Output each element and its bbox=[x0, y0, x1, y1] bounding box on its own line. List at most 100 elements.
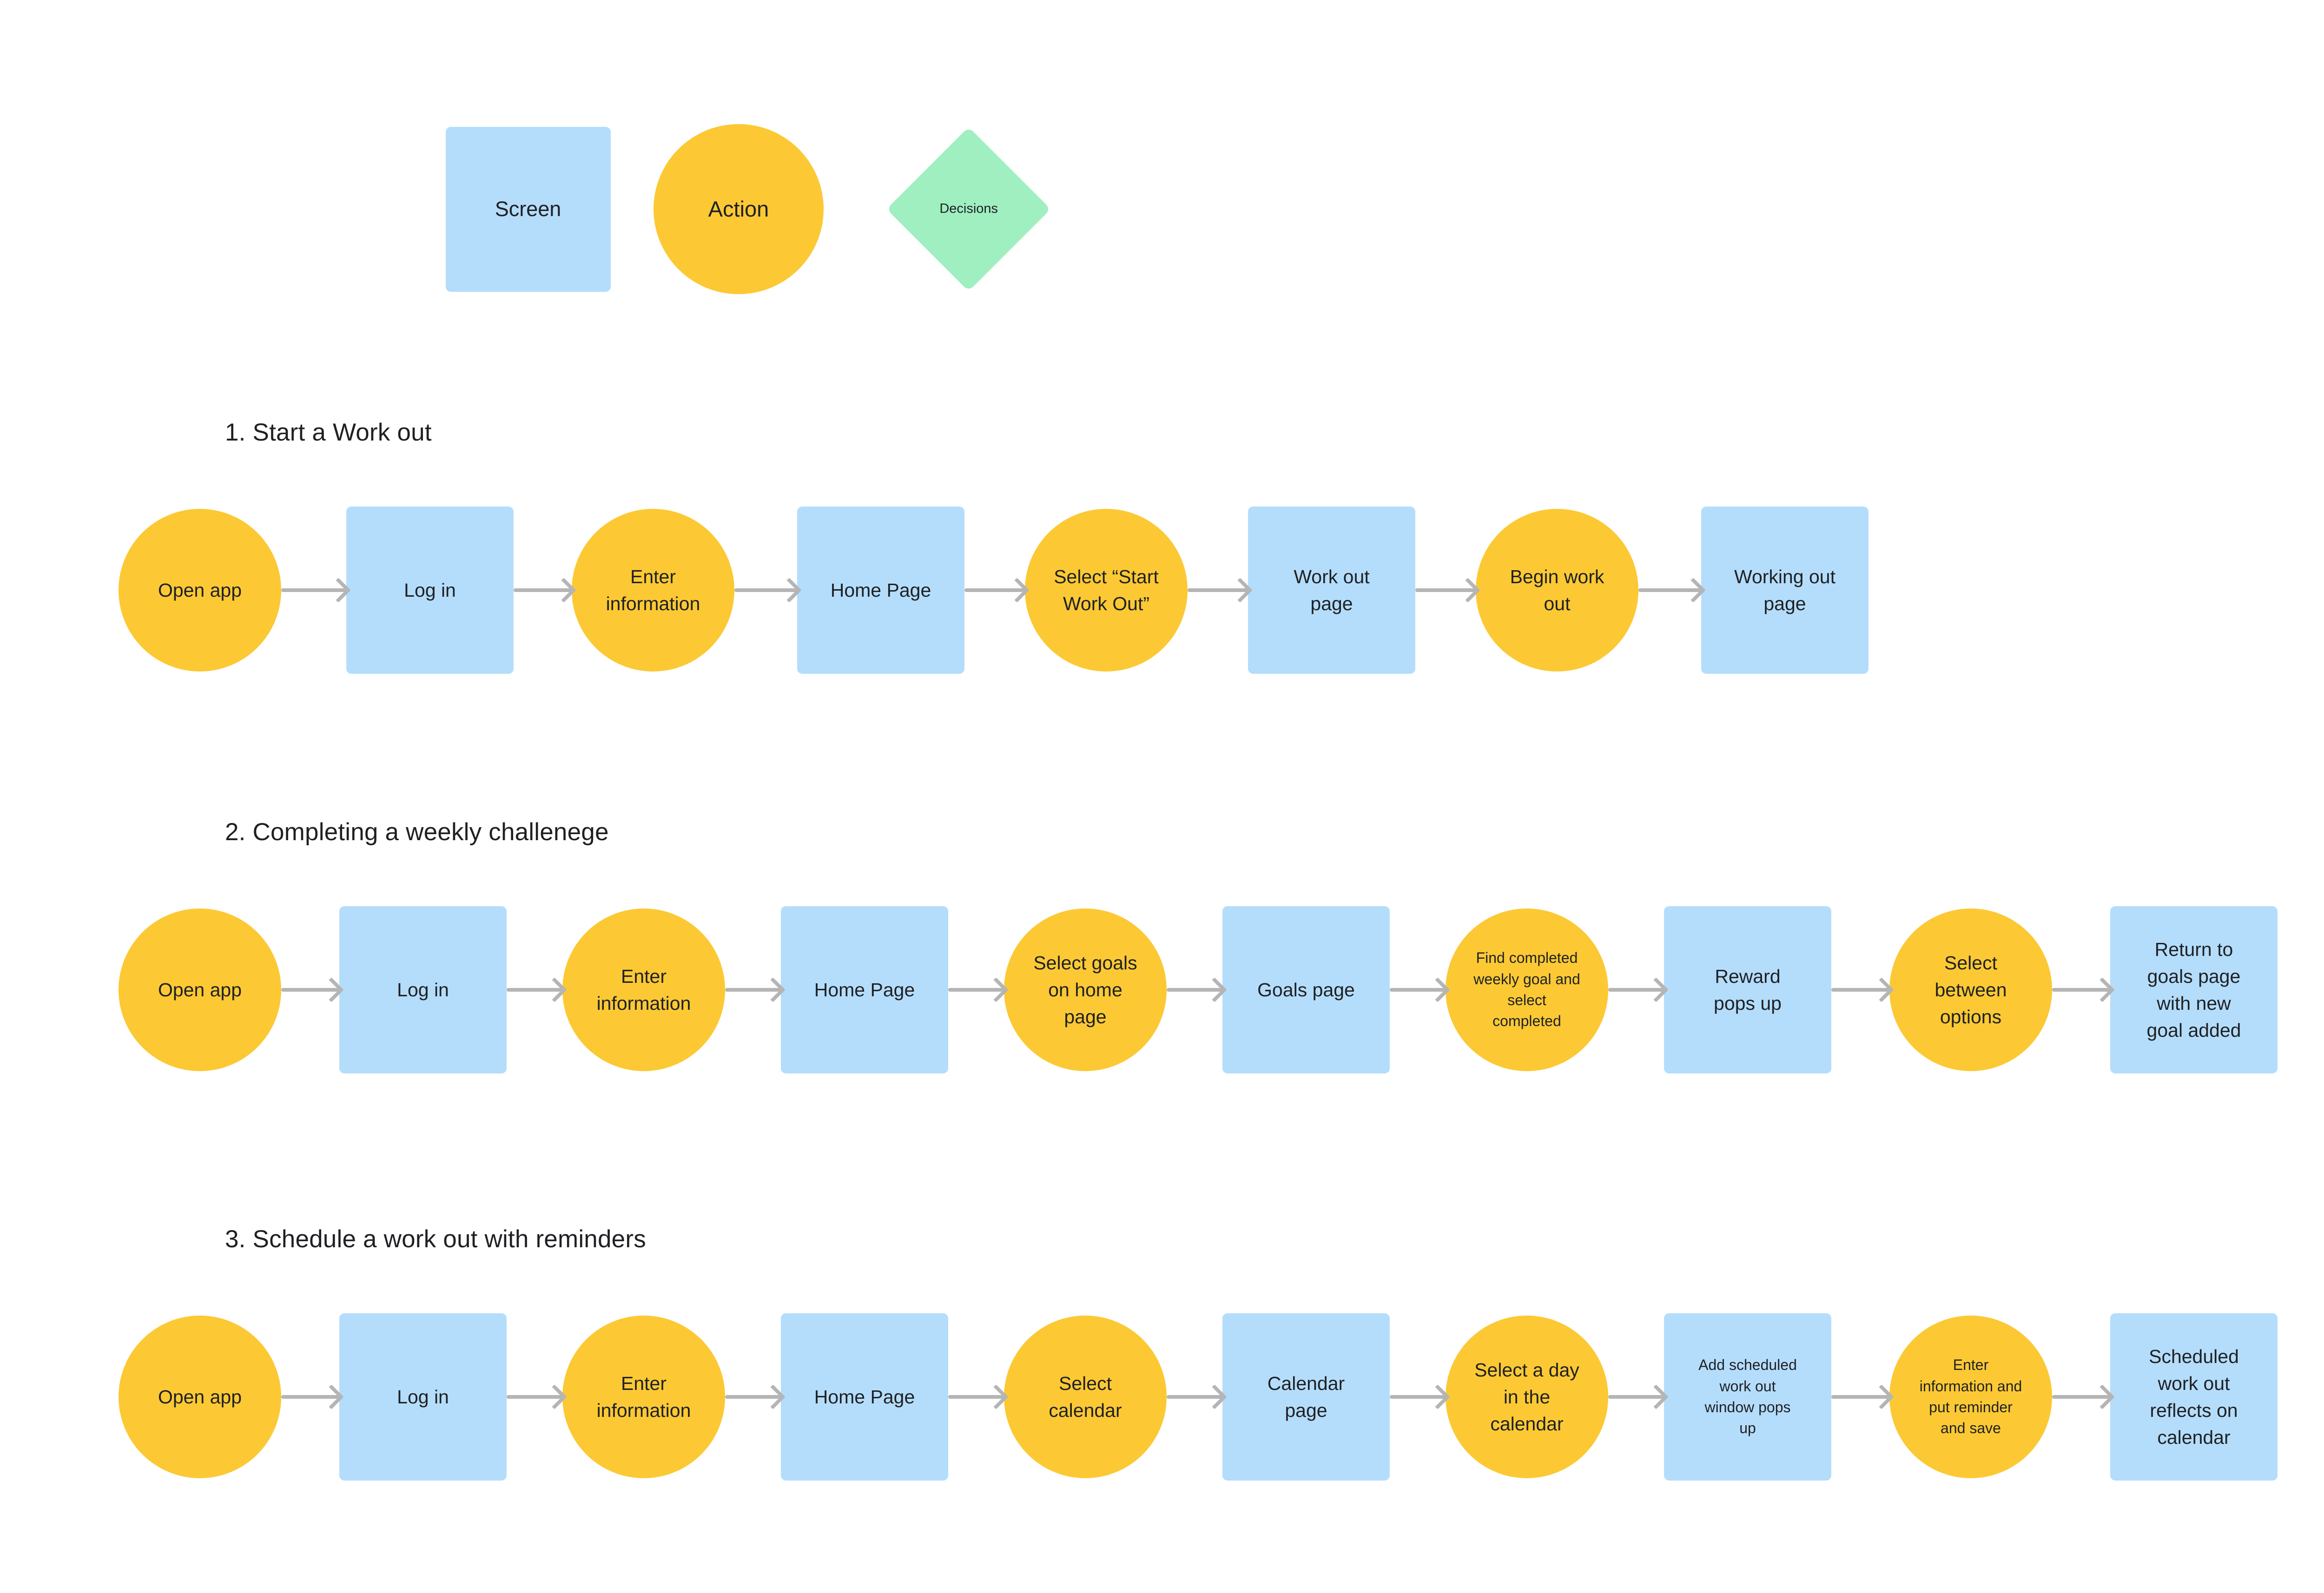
flow-node-label: Return to goals page with new goal added bbox=[2146, 938, 2241, 1041]
flow-arrow bbox=[2052, 977, 2115, 1002]
legend-decision-shape: Decisions bbox=[886, 127, 1051, 291]
arrow-line bbox=[507, 988, 562, 992]
flow-title-3: 3. Schedule a work out with reminders bbox=[225, 1225, 646, 1253]
arrow-line bbox=[507, 1395, 562, 1399]
flow-node-screen[interactable]: Work out page bbox=[1248, 507, 1415, 674]
flow-arrow bbox=[507, 1384, 567, 1409]
flow-node-label: Select goals on home page bbox=[1033, 952, 1137, 1028]
flow-node-action[interactable]: Select a day in the calendar bbox=[1446, 1316, 1608, 1478]
flow-arrow bbox=[1390, 1384, 1450, 1409]
legend-decision-label: Decisions bbox=[939, 201, 998, 217]
arrow-line bbox=[1608, 988, 1664, 992]
flow-node-screen[interactable]: Home Page bbox=[781, 1313, 948, 1481]
flow-arrow bbox=[1188, 578, 1253, 603]
flow-node-action[interactable]: Select calendar bbox=[1004, 1316, 1167, 1478]
arrow-line bbox=[281, 988, 339, 992]
flow-node-screen[interactable]: Log in bbox=[339, 1313, 507, 1481]
flow-arrow bbox=[281, 1384, 344, 1409]
flow-node-label: Open app bbox=[158, 579, 242, 601]
flow-arrow bbox=[948, 977, 1009, 1002]
flow-arrow bbox=[1167, 1384, 1227, 1409]
legend-screen-shape: Screen bbox=[445, 126, 611, 292]
flow-arrow bbox=[948, 1384, 1009, 1409]
flow-node-screen[interactable]: Log in bbox=[339, 906, 507, 1073]
flow-node-label: Enter information bbox=[596, 965, 691, 1014]
flow-node-label: Calendar page bbox=[1267, 1372, 1345, 1421]
flow-node-screen[interactable]: Home Page bbox=[797, 507, 964, 674]
flow-node-screen[interactable]: Log in bbox=[346, 507, 514, 674]
legend-action-shape: Action bbox=[654, 124, 824, 294]
arrow-line bbox=[281, 1395, 339, 1399]
flow-arrow bbox=[1390, 977, 1450, 1002]
flow-node-action[interactable]: Select “Start Work Out” bbox=[1025, 509, 1188, 671]
flow-arrow bbox=[1415, 578, 1480, 603]
flow-node-label: Open app bbox=[158, 1386, 242, 1408]
legend-slot-action: Action bbox=[611, 124, 866, 294]
flow-arrow bbox=[1608, 1384, 1669, 1409]
flow-node-screen[interactable]: Home Page bbox=[781, 906, 948, 1073]
arrow-line bbox=[1415, 588, 1476, 592]
flow-node-action[interactable]: Open app bbox=[119, 908, 281, 1071]
legend-slot-screen: Screen bbox=[445, 126, 611, 292]
flow-node-label: Working out page bbox=[1734, 566, 1835, 614]
arrow-line bbox=[948, 1395, 1004, 1399]
flow-node-label: Enter information bbox=[606, 566, 700, 614]
flow-node-label: Work out page bbox=[1294, 566, 1370, 614]
arrow-line bbox=[734, 588, 797, 592]
flow-node-action[interactable]: Open app bbox=[119, 509, 281, 671]
flow-node-action[interactable]: Enter information bbox=[562, 908, 725, 1071]
arrow-line bbox=[725, 988, 781, 992]
arrow-line bbox=[1167, 1395, 1222, 1399]
flow-node-screen[interactable]: Return to goals page with new goal added bbox=[2110, 906, 2278, 1073]
flow-row-2: Open app Log in Enter information Home Page… bbox=[119, 892, 2278, 1087]
arrow-line bbox=[1167, 988, 1222, 992]
flow-node-label: Home Page bbox=[814, 1386, 915, 1408]
arrow-line bbox=[1608, 1395, 1664, 1399]
flow-node-action[interactable]: Begin work out bbox=[1476, 509, 1638, 671]
flow-row-1: Open app Log in Enter information Home Page… bbox=[119, 493, 1868, 688]
flow-node-action[interactable]: Select goals on home page bbox=[1004, 908, 1167, 1071]
flow-node-action[interactable]: Find completed weekly goal and select co… bbox=[1446, 908, 1608, 1071]
arrow-line bbox=[2052, 988, 2110, 992]
flow-node-screen[interactable]: Calendar page bbox=[1222, 1313, 1390, 1481]
flow-arrow bbox=[725, 1384, 786, 1409]
flow-node-screen[interactable]: Goals page bbox=[1222, 906, 1390, 1073]
flow-node-label: Home Page bbox=[830, 579, 931, 601]
arrow-line bbox=[1390, 988, 1446, 992]
flow-node-label: Scheduled work out reflects on calendar bbox=[2149, 1345, 2239, 1448]
flow-node-action[interactable]: Enter information bbox=[572, 509, 734, 671]
flow-arrow bbox=[281, 977, 344, 1002]
legend: Screen Action Decisions bbox=[445, 116, 1071, 302]
flow-arrow bbox=[1167, 977, 1227, 1002]
flow-node-label: Log in bbox=[397, 979, 449, 1001]
flow-arrow bbox=[281, 578, 351, 603]
flow-node-screen[interactable]: Add scheduled work out window pops up bbox=[1664, 1313, 1831, 1481]
flow-node-action[interactable]: Enter information bbox=[562, 1316, 725, 1478]
legend-action-label: Action bbox=[708, 196, 769, 221]
arrow-line bbox=[281, 588, 346, 592]
flow-node-label: Log in bbox=[397, 1386, 449, 1408]
legend-screen-label: Screen bbox=[495, 197, 561, 221]
flow-row-3: Open app Log in Enter information Home Page… bbox=[119, 1299, 2278, 1494]
flow-arrow bbox=[734, 578, 802, 603]
flow-node-label: Log in bbox=[404, 579, 456, 601]
arrow-line bbox=[1188, 588, 1248, 592]
flow-node-action[interactable]: Open app bbox=[119, 1316, 281, 1478]
flow-node-label: Enter information and put reminder and s… bbox=[1919, 1356, 2022, 1437]
flow-arrow bbox=[725, 977, 786, 1002]
flow-arrow bbox=[964, 578, 1030, 603]
flow-title-2: 2. Completing a weekly challenege bbox=[225, 818, 609, 846]
flow-node-screen[interactable]: Working out page bbox=[1701, 507, 1868, 674]
flow-node-screen[interactable]: Scheduled work out reflects on calendar bbox=[2110, 1313, 2278, 1481]
flow-arrow bbox=[514, 578, 576, 603]
arrow-line bbox=[1831, 988, 1889, 992]
flow-node-screen[interactable]: Reward pops up bbox=[1664, 906, 1831, 1073]
flow-node-action[interactable]: Select between options bbox=[1889, 908, 2052, 1071]
arrow-line bbox=[514, 588, 572, 592]
flow-node-label: Reward pops up bbox=[1714, 965, 1782, 1014]
flow-node-action[interactable]: Enter information and put reminder and s… bbox=[1889, 1316, 2052, 1478]
flow-title-1: 1. Start a Work out bbox=[225, 419, 432, 446]
flow-node-label: Select “Start Work Out” bbox=[1054, 566, 1159, 614]
arrow-line bbox=[948, 988, 1004, 992]
flow-node-label: Select calendar bbox=[1049, 1372, 1122, 1421]
